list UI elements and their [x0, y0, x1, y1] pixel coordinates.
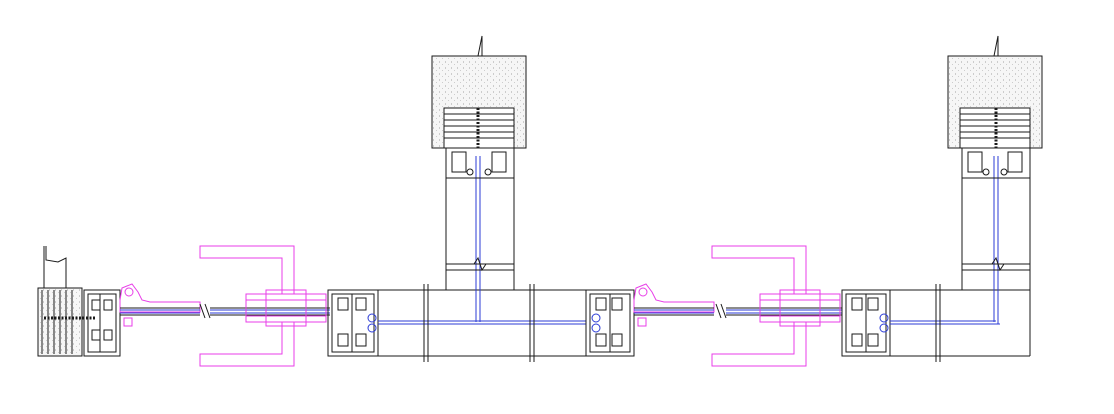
door-leaf-1 [120, 303, 330, 319]
frame-run-1 [378, 284, 586, 362]
pull-handle-2 [711, 245, 841, 367]
door-profile-hinge-2 [585, 289, 635, 357]
upper-wall-2 [947, 35, 1043, 179]
hinge-2 [633, 283, 715, 327]
vertical-run-1 [445, 156, 515, 322]
door-profile-2 [841, 289, 891, 357]
left-wall-jamb [37, 246, 121, 357]
door-profile-1 [327, 289, 379, 357]
upper-wall-1 [431, 35, 527, 179]
vertical-run-2 [961, 156, 1031, 324]
door-leaf-2 [634, 303, 842, 319]
hinge-1 [119, 283, 201, 327]
pull-handle-1 [199, 245, 327, 367]
